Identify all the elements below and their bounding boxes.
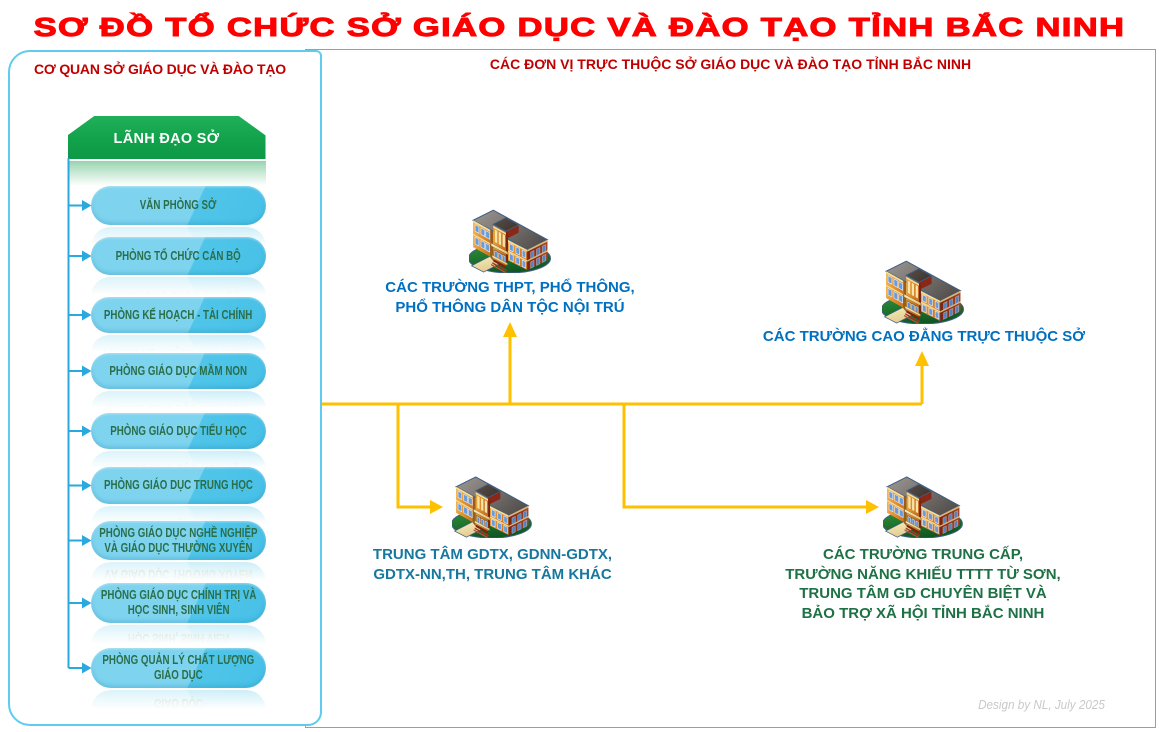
unit-label: CÁC TRƯỜNG THPT, PHỔ THÔNG, PHỔ THÔNG DÂN… bbox=[375, 278, 645, 317]
department-label: PHÒNG GIÁO DỤC MẦM NON bbox=[110, 364, 248, 379]
unit-label: CÁC TRƯỜNG TRUNG CẤP, TRƯỜNG NĂNG KHIẾU T… bbox=[775, 545, 1071, 623]
department-label-line: VĂN PHÒNG SỞ bbox=[140, 198, 217, 212]
school-building-icon bbox=[883, 476, 963, 538]
department-label-line: HỌC SINH, SINH VIÊN bbox=[127, 603, 230, 617]
unit-label-line: TRUNG TÂM GDTX, GDNN-GDTX, bbox=[372, 546, 613, 563]
department-label-line: PHÒNG GIÁO DỤC NGHỀ NGHIỆP bbox=[99, 525, 258, 540]
department-pill: PHÒNG KẾ HOẠCH - TÀI CHÍNH bbox=[91, 297, 266, 333]
department-pill: VĂN PHÒNG SỞ bbox=[91, 186, 266, 225]
department-label: PHÒNG GIÁO DỤC TRUNG HỌC bbox=[104, 478, 253, 493]
department-label-line: PHÒNG GIÁO DỤC CHÍNH TRỊ VÀ bbox=[100, 588, 257, 602]
department-label-line: VÀ GIÁO DỤC THƯỜNG XUYÊN bbox=[104, 567, 253, 582]
unit-label-line: CÁC TRƯỜNG TRUNG CẤP, bbox=[823, 546, 1023, 563]
department-pill: PHÒNG TỔ CHỨC CÁN BỘ bbox=[91, 237, 266, 275]
department-label-line: GIÁO DỤC bbox=[154, 668, 203, 682]
leader-box-label: LÃNH ĐẠO SỞ bbox=[113, 131, 220, 147]
left-panel: CƠ QUAN SỞ GIÁO DỤC VÀ ĐÀO TẠO LÃNH ĐẠO … bbox=[8, 50, 322, 730]
department-label: PHÒNG GIÁO DỤC TIỂU HỌC bbox=[110, 424, 247, 439]
unit-label-line: TRƯỜNG NĂNG KHIẾU TTTT TỪ SƠN, bbox=[785, 565, 1061, 583]
right-panel: CÁC ĐƠN VỊ TRỰC THUỘC SỞ GIÁO DỤC VÀ ĐÀO… bbox=[305, 49, 1156, 728]
department-pill: PHÒNG GIÁO DỤC TIỂU HỌC bbox=[91, 413, 266, 449]
department-label-line: PHÒNG QUẢN LÝ CHẤT LƯỢNG bbox=[102, 711, 255, 725]
department-label-line: PHÒNG QUẢN LÝ CHẤT LƯỢNG bbox=[102, 653, 255, 667]
school-building-icon bbox=[469, 209, 551, 273]
unit-label-line: CÁC TRƯỜNG THPT, PHỔ THÔNG, bbox=[385, 279, 635, 296]
department-label: PHÒNG KẾ HOẠCH - TÀI CHÍNH bbox=[104, 308, 252, 323]
unit-label-line: CÁC TRƯỜNG CAO ĐẲNG TRỰC THUỘC SỞ bbox=[762, 328, 1086, 345]
unit-label-line: BẢO TRỢ XÃ HỘI TỈNH BẮC NINH bbox=[801, 604, 1045, 622]
department-label-line: GIÁO DỤC bbox=[154, 696, 203, 710]
department-pill: PHÒNG GIÁO DỤC TRUNG HỌC bbox=[91, 467, 266, 504]
department-label-line: PHÒNG GIÁO DỤC TRUNG HỌC bbox=[104, 478, 253, 492]
unit-label: CÁC TRƯỜNG CAO ĐẲNG TRỰC THUỘC SỞ bbox=[750, 327, 1098, 347]
department-label: PHÒNG TỔ CHỨC CÁN BỘ bbox=[116, 249, 241, 264]
school-building-icon bbox=[882, 260, 964, 324]
unit-label-line: GDTX-NN,TH, TRUNG TÂM KHÁC bbox=[373, 565, 612, 583]
page-title: SƠ ĐỒ TỔ CHỨC SỞ GIÁO DỤC VÀ ĐÀO TẠO TỈN… bbox=[33, 12, 1126, 43]
department-label-line: PHÒNG GIÁO DỤC MẦM NON bbox=[109, 363, 248, 378]
unit-label-line: TRUNG TÂM GD CHUYÊN BIỆT VÀ bbox=[799, 585, 1047, 602]
unit-label-line: PHỔ THÔNG DÂN TỘC NỘI TRÚ bbox=[395, 298, 625, 316]
credit-text: Design by NL, July 2025 bbox=[978, 697, 1105, 712]
department-label-line: PHÒNG TỔ CHỨC CÁN BỘ bbox=[115, 248, 242, 263]
department-label-line: PHÒNG KẾ HOẠCH - TÀI CHÍNH bbox=[104, 307, 253, 322]
school-building-icon bbox=[452, 476, 532, 538]
unit-label: TRUNG TÂM GDTX, GDNN-GDTX, GDTX-NN,TH, TR… bbox=[365, 545, 620, 584]
department-label-line: VÀ GIÁO DỤC THƯỜNG XUYÊN bbox=[104, 540, 253, 555]
department-label: VĂN PHÒNG SỞ bbox=[140, 198, 217, 213]
department-pill: PHÒNG GIÁO DỤC MẦM NON bbox=[91, 353, 266, 389]
department-label-line: PHÒNG GIÁO DỤC TIỂU HỌC bbox=[110, 423, 247, 438]
left-panel-header: CƠ QUAN SỞ GIÁO DỤC VÀ ĐÀO TẠO bbox=[33, 61, 286, 77]
leader-box: LÃNH ĐẠO SỞ bbox=[67, 116, 266, 159]
department-label-line: HỌC SINH, SINH VIÊN bbox=[127, 631, 230, 645]
right-panel-header: CÁC ĐƠN VỊ TRỰC THUỘC SỞ GIÁO DỤC VÀ ĐÀO… bbox=[489, 56, 972, 72]
